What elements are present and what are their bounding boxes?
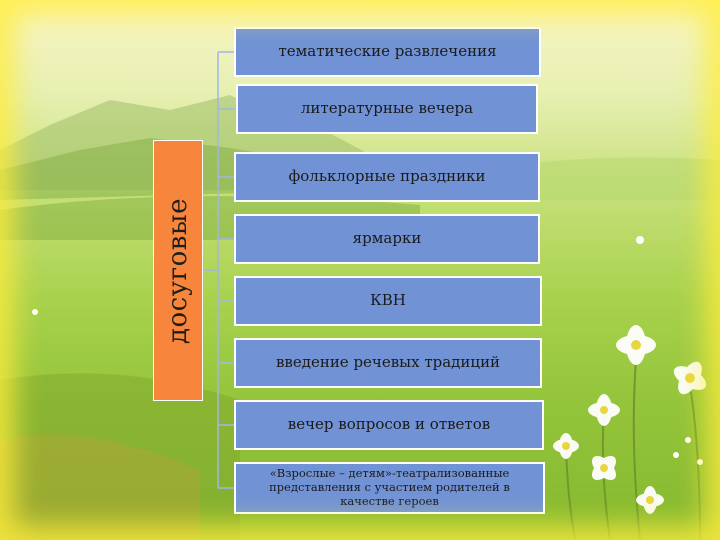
node-fairs: ярмарки xyxy=(234,214,540,264)
node-questions-answers-evening: вечер вопросов и ответов xyxy=(234,400,544,450)
root-node-label: досуговые xyxy=(163,197,194,344)
node-label: КВН xyxy=(370,291,406,310)
node-folklore-holidays: фольклорные праздники xyxy=(234,152,540,202)
node-thematic-entertainment: тематические развлечения xyxy=(234,27,541,77)
node-label: литературные вечера xyxy=(300,99,474,118)
node-label: вечер вопросов и ответов xyxy=(287,415,491,434)
node-literary-evenings: литературные вечера xyxy=(236,84,538,134)
root-node-dosugovye: досуговые xyxy=(153,140,203,401)
node-label: ярмарки xyxy=(352,229,422,248)
node-label: «Взрослые – детям»-театрализованные пред… xyxy=(269,466,510,508)
node-label: фольклорные праздники xyxy=(288,167,486,186)
node-speech-traditions: введение речевых традиций xyxy=(234,338,542,388)
node-label: тематические развлечения xyxy=(278,42,497,61)
node-label: введение речевых традиций xyxy=(275,353,501,372)
node-theatrical-performances: «Взрослые – детям»-театрализованные пред… xyxy=(234,462,545,514)
node-kvn: КВН xyxy=(234,276,542,326)
